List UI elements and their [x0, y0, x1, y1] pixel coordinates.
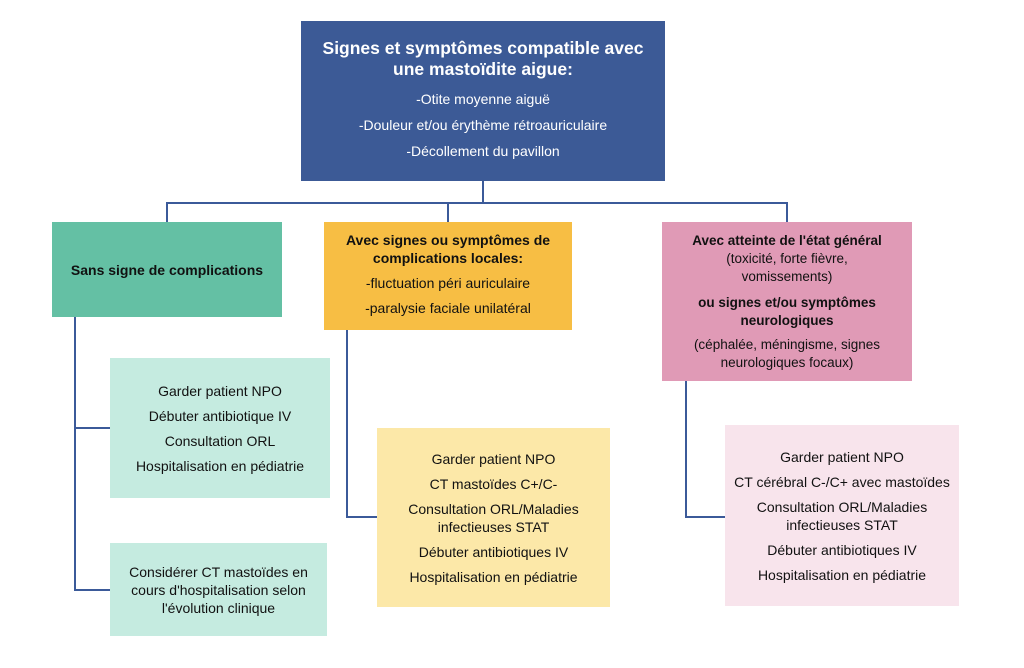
action-item: Débuter antibiotique IV [148, 407, 292, 424]
root-item: -Décollement du pavillon [406, 143, 560, 159]
root-title-line: Signes et symptômes compatible avec [322, 38, 644, 58]
detail-line: vomissements) [741, 268, 833, 284]
action-item: Garder patient NPO [780, 448, 904, 465]
detail-line: (toxicité, forte fièvre, [726, 250, 848, 266]
branch-local-complications-title: Avec signes ou symptômes de complication… [346, 231, 550, 267]
action-item: CT mastoïdes C+/C- [429, 475, 558, 492]
connector-branch3-to-actions [685, 516, 725, 518]
root-title-line: une mastoïdite aigue: [393, 59, 573, 79]
connector-branch2-to-actions [346, 516, 377, 518]
root-item: -Otite moyenne aiguë [416, 91, 550, 107]
root-item: -Douleur et/ou érythème rétroauriculaire [358, 117, 608, 133]
branch1-actions-box: Garder patient NPO Débuter antibiotique … [110, 358, 330, 498]
connector-to-branch2 [447, 202, 449, 222]
consider-line: cours d'hospitalisation selon [131, 581, 306, 598]
detail-line: neurologiques focaux) [720, 354, 854, 370]
connector-top-down [482, 181, 484, 203]
branch2-actions-box: Garder patient NPO CT mastoïdes C+/C- Co… [377, 428, 610, 607]
detail-line: (céphalée, méningisme, signes [693, 336, 881, 352]
action-item: Hospitalisation en pédiatrie [409, 568, 578, 585]
action-item: Garder patient NPO [158, 382, 282, 399]
action-item: Consultation ORL [164, 432, 276, 449]
action-item: Hospitalisation en pédiatrie [135, 457, 305, 474]
action-item: Garder patient NPO [431, 450, 556, 467]
title-line: complications locales: [372, 250, 524, 266]
consider-line: Considérer CT mastoïdes en [129, 563, 308, 580]
symptom-item: -paralysie faciale unilatéral [365, 300, 531, 316]
branch1-consider-ct-box: Considérer CT mastoïdes en cours d'hospi… [110, 543, 327, 636]
branch-no-complications-box: Sans signe de complications [52, 222, 282, 317]
branch-neuro-title: ou signes et/ou symptômes [698, 294, 876, 310]
connector-to-branch1 [166, 202, 168, 222]
symptom-item: -fluctuation péri auriculaire [365, 275, 531, 291]
consider-line: l'évolution clinique [161, 599, 276, 616]
connector-horizontal-level2 [166, 202, 787, 204]
root-title: Signes et symptômes compatible avec une … [323, 38, 644, 80]
connector-branch1-to-actions [74, 427, 110, 429]
root-criteria-box: Signes et symptômes compatible avec une … [301, 21, 665, 181]
action-item: Consultation ORL/Maladies infectieuses S… [756, 498, 928, 533]
action-item: Consultation ORL/Maladies infectieuses S… [408, 500, 579, 535]
branch-general-title: Avec atteinte de l'état général [692, 232, 882, 248]
branch3-actions-box: Garder patient NPO CT cérébral C-/C+ ave… [725, 425, 959, 606]
branch-neuro-title: neurologiques [740, 312, 834, 328]
branch-general-neuro-box: Avec atteinte de l'état général (toxicit… [662, 222, 912, 381]
connector-branch3-vertical [685, 381, 687, 518]
connector-to-branch3 [786, 202, 788, 222]
title-line: Avec signes ou symptômes de [345, 232, 551, 248]
connector-branch1-vertical [74, 317, 76, 591]
action-item: CT cérébral C-/C+ avec mastoïdes [734, 473, 950, 490]
branch-local-complications-box: Avec signes ou symptômes de complication… [324, 222, 572, 330]
connector-branch1-to-consider [74, 589, 110, 591]
action-item: Hospitalisation en pédiatrie [757, 566, 927, 583]
action-item: Débuter antibiotiques IV [418, 543, 569, 560]
action-item: Débuter antibiotiques IV [767, 541, 917, 558]
branch-no-complications-title: Sans signe de complications [70, 261, 264, 278]
connector-branch2-vertical [346, 330, 348, 518]
